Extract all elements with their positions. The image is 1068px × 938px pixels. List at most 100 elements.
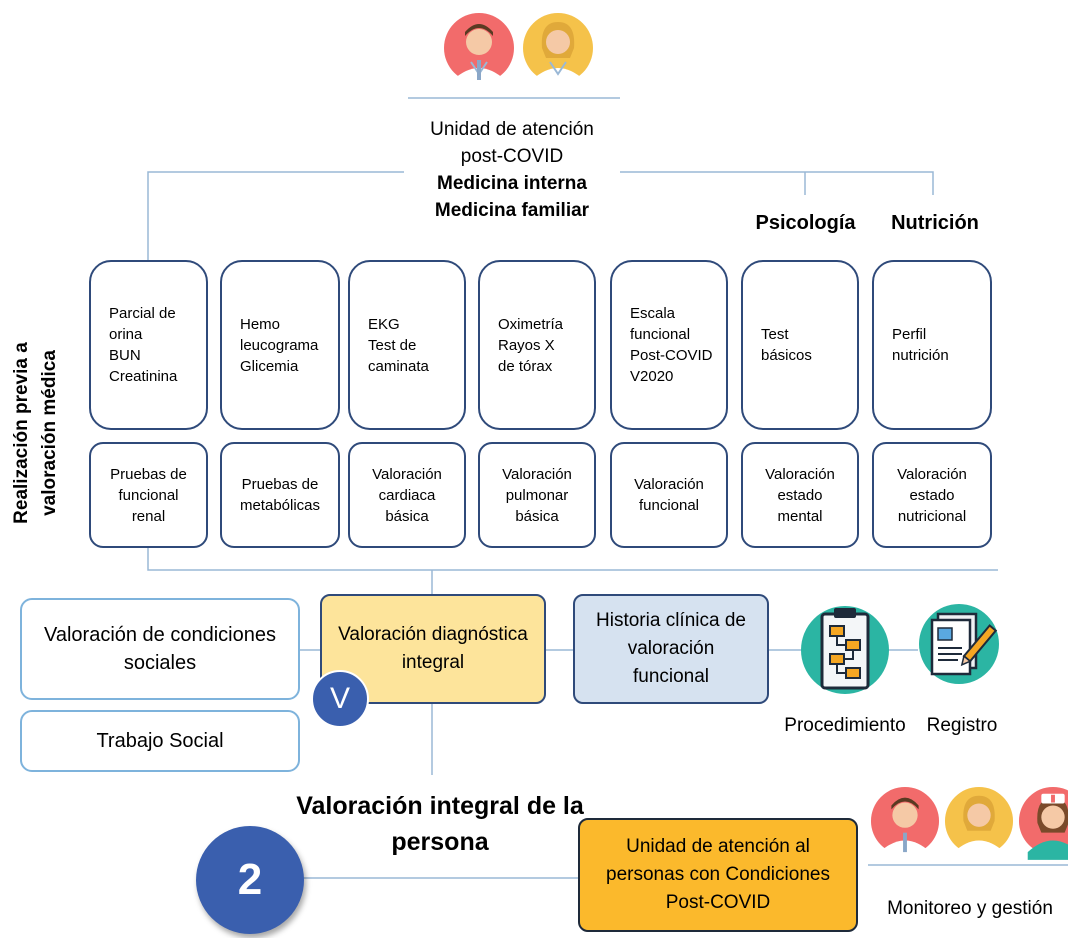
assessment-line: funcional (638, 497, 700, 514)
historia-line2: valoración (627, 638, 715, 659)
trabajo-social-label: Trabajo Social (96, 730, 224, 752)
test-line: nutrición (892, 347, 949, 364)
assessment-line: mental (777, 507, 823, 525)
specialty-nutricion: Nutrición (891, 212, 979, 234)
header-line1: Unidad de atención (430, 119, 594, 140)
valoracion-diagnostica-box: Valoración diagnóstica integral (320, 594, 546, 704)
assessment-box-1: Pruebas de funcional renal (89, 442, 208, 548)
header-line4: Medicina familiar (434, 200, 590, 221)
assessment-line: Valoración (634, 476, 704, 493)
v-badge-label: V (329, 682, 350, 715)
assessment-line: estado (777, 486, 823, 504)
test-line: BUN (109, 347, 141, 364)
test-line: Creatinina (109, 368, 178, 385)
header-line2: post-COVID (460, 146, 564, 167)
assessment-line: funcional (118, 486, 179, 504)
trabajo-social-box: Trabajo Social (20, 710, 300, 772)
assessment-line: nutricional (897, 507, 967, 525)
unidad-line1: Unidad de atención al (626, 836, 810, 857)
vertical-label-line1: Realización previa a (11, 342, 32, 524)
title-line2: persona (391, 828, 489, 856)
doctor-female-icon (944, 782, 1014, 860)
social-conditions-box: Valoración de condiciones sociales (20, 598, 300, 700)
test-line: Oximetría (498, 315, 564, 333)
title-line1: Valoración integral de la (296, 792, 584, 820)
test-line: Glicemia (240, 357, 299, 375)
test-line: funcional (630, 326, 691, 343)
doctor-male-icon (870, 782, 940, 860)
test-box-label: Test básicos (743, 324, 857, 366)
historia-clinica-box: Historia clínica de valoración funcional (573, 594, 769, 704)
test-box-6: Test básicos (741, 260, 859, 430)
vertical-label: Realización previa a valoración médica (0, 288, 72, 578)
test-box-label: EKG Test de caminata (350, 314, 464, 377)
test-line: Perfil (892, 326, 927, 343)
social-line2: sociales (123, 652, 197, 674)
test-line: caminata (368, 357, 429, 375)
test-line: Escala (630, 305, 676, 322)
test-box-label: Perfil nutrición (874, 324, 990, 366)
unidad-line3: Post-COVID (665, 892, 771, 913)
test-line: de tórax (498, 357, 553, 375)
assessment-box-2: Pruebas de metabólicas (220, 442, 340, 548)
valoracion-integral-title: Valoración integral de la persona (290, 788, 590, 860)
assessment-line: renal (131, 507, 166, 525)
assessment-line: Valoración (897, 465, 967, 483)
assessment-line: pulmonar (505, 486, 569, 504)
assessment-line: básica (385, 507, 429, 525)
assessment-line: Valoración (502, 465, 572, 483)
header-unit-text: Unidad de atención post-COVID Medicina i… (404, 116, 620, 224)
registro-label: Registro (926, 715, 998, 736)
test-line: leucograma (240, 336, 319, 354)
historia-line3: funcional (632, 666, 710, 687)
nurse-icon (1018, 782, 1068, 860)
procedimiento-label: Procedimiento (784, 715, 906, 736)
test-line: V2020 (630, 368, 674, 385)
test-line: Parcial de (109, 305, 176, 322)
specialty-psicologia: Psicología (755, 212, 856, 234)
social-line1: Valoración de condiciones (43, 624, 276, 646)
test-line: Hemo (240, 315, 281, 333)
test-line: EKG (368, 315, 400, 333)
vertical-label-line2: valoración médica (39, 350, 60, 516)
assessment-line: estado (909, 486, 955, 504)
step-number: 2 (237, 855, 263, 904)
assessment-line: Pruebas de (110, 465, 187, 483)
doctor-female-icon (522, 8, 594, 88)
step-number-badge: 2 (196, 826, 304, 934)
test-box-7: Perfil nutrición (872, 260, 992, 430)
diagnostica-line2: integral (401, 652, 465, 673)
v-badge: V (311, 670, 369, 728)
test-line: Post-COVID (630, 347, 713, 364)
test-line: Test (761, 326, 789, 343)
assessment-box-4: Valoración pulmonar básica (478, 442, 596, 548)
assessment-line: Valoración (765, 465, 835, 483)
doctor-male-icon (443, 8, 515, 88)
header-line3: Medicina interna (437, 173, 587, 194)
assessment-line: básica (515, 507, 559, 525)
test-box-3: EKG Test de caminata (348, 260, 466, 430)
historia-line1: Historia clínica de (596, 610, 746, 631)
document-pencil-icon (918, 592, 1000, 696)
test-line: Rayos X (498, 336, 555, 354)
assessment-line: metabólicas (239, 497, 321, 514)
test-line: Test de (368, 336, 417, 354)
assessment-box-5: Valoración funcional (610, 442, 728, 548)
assessment-box-7: Valoración estado nutricional (872, 442, 992, 548)
unidad-line2: personas con Condiciones (606, 864, 830, 885)
assessment-line: Pruebas de (241, 476, 319, 493)
assessment-box-6: Valoración estado mental (741, 442, 859, 548)
test-line: orina (109, 326, 143, 343)
diagnostica-line1: Valoración diagnóstica (338, 624, 528, 645)
test-line: básicos (761, 347, 812, 364)
assessment-line: cardiaca (378, 486, 436, 504)
